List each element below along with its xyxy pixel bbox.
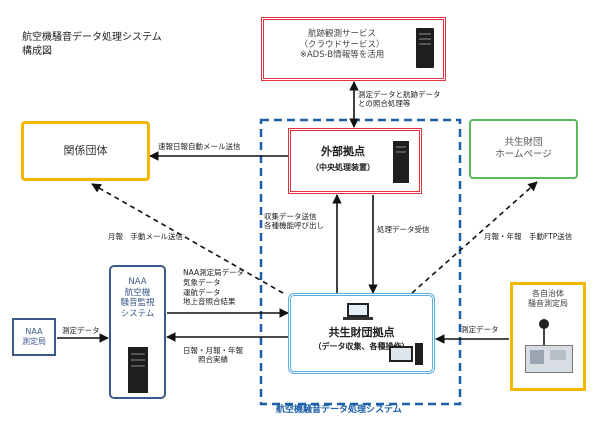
naa-data-label-1: NAA測定局データ [183,268,245,277]
monthly-manual-label: 月報 手動メール送信 [108,232,183,241]
foundation-subtitle: （データ収集、各種操作） [313,341,410,351]
local-gov-line1: 各自治体 [532,289,564,298]
measurement-station-icon [525,345,573,373]
naa-station-line1: NAA [25,327,43,336]
naa-sys-line2: 航空機 [124,287,151,298]
naa-sys-line1: NAA [128,277,147,287]
cloud-label-line2: （クラウドサービス） [299,39,385,50]
foundation-base: 共生財団拠点 （データ収集、各種操作） [288,293,435,374]
reports-back-label-1: 日報・月報・年報 [183,346,243,355]
flight-observation-service: 航跡観測サービス （クラウドサービス） ※ADS-B情報等を活用 [261,17,446,81]
ftp-label: 月報・年報 手動FTP送信 [484,232,573,241]
hp-label-line2: ホームページ [495,149,552,160]
desktop-pc-icon [389,346,413,362]
microphone-icon [539,319,549,329]
send-collect-label-2: 各種機能呼び出し [264,221,324,231]
reports-back-label-2: 照合実績 [198,355,228,365]
external-subtitle: （中央処理装置） [311,162,375,172]
system-frame [259,118,462,406]
naa-measurement-station: NAA 測定局 [12,318,56,356]
server-icon [393,141,409,183]
server-icon [416,28,434,68]
diagram-subtitle: 構成図 [22,46,52,57]
hp-label-line1: 共生財団 [504,137,543,149]
diagram-title: 航空機騒音データ処理システム [22,32,162,43]
laptop-icon [347,303,369,317]
foundation-title: 共生財団拠点 [328,326,395,339]
naa-data-label-3: 運航データ [183,287,221,297]
naa-data-label-4: 地上音照合結果 [183,297,236,307]
foundation-homepage: 共生財団 ホームページ [469,119,578,179]
ftp-arrow [411,181,538,294]
server-icon [128,347,148,393]
external-title: 外部拠点 [321,145,365,158]
receive-processed-label: 処理データ受信 [377,225,430,234]
daily-report-label: 速報日報自動メール送信 [158,142,241,151]
naa-monitoring-system: NAA 航空機 騒音監視 システム [109,265,166,399]
cloud-exchange-label-2: との照合処理等 [358,99,411,109]
external-base: 外部拠点 （中央処理装置） [288,128,422,194]
naa-station-line2: 測定局 [22,337,46,346]
send-collect-label-1: 収集データ送信 [264,212,317,221]
monthly-manual-arrow [91,183,284,294]
naa-sys-line3: 騒音監視 [120,298,155,309]
cloud-label-line1: 航跡観測サービス [307,29,376,39]
local-gov-line2: 騒音測定局 [528,299,568,308]
cloud-exchange-label-1: 測定データと航跡データ [358,90,441,99]
naa-sys-line4: システム [120,308,155,319]
measure-right-label: 測定データ [461,325,499,334]
measure-left-label: 測定データ [62,326,100,335]
related-orgs-label: 関係団体 [63,144,108,158]
cloud-label-line3: ※ADS-B情報等を活用 [299,50,385,61]
naa-data-label-2: 気象データ [183,277,221,287]
system-frame-label: 航空機騒音データ処理システム [276,405,402,415]
local-gov-stations: 各自治体 騒音測定局 [510,282,586,391]
related-organizations: 関係団体 [21,121,150,181]
